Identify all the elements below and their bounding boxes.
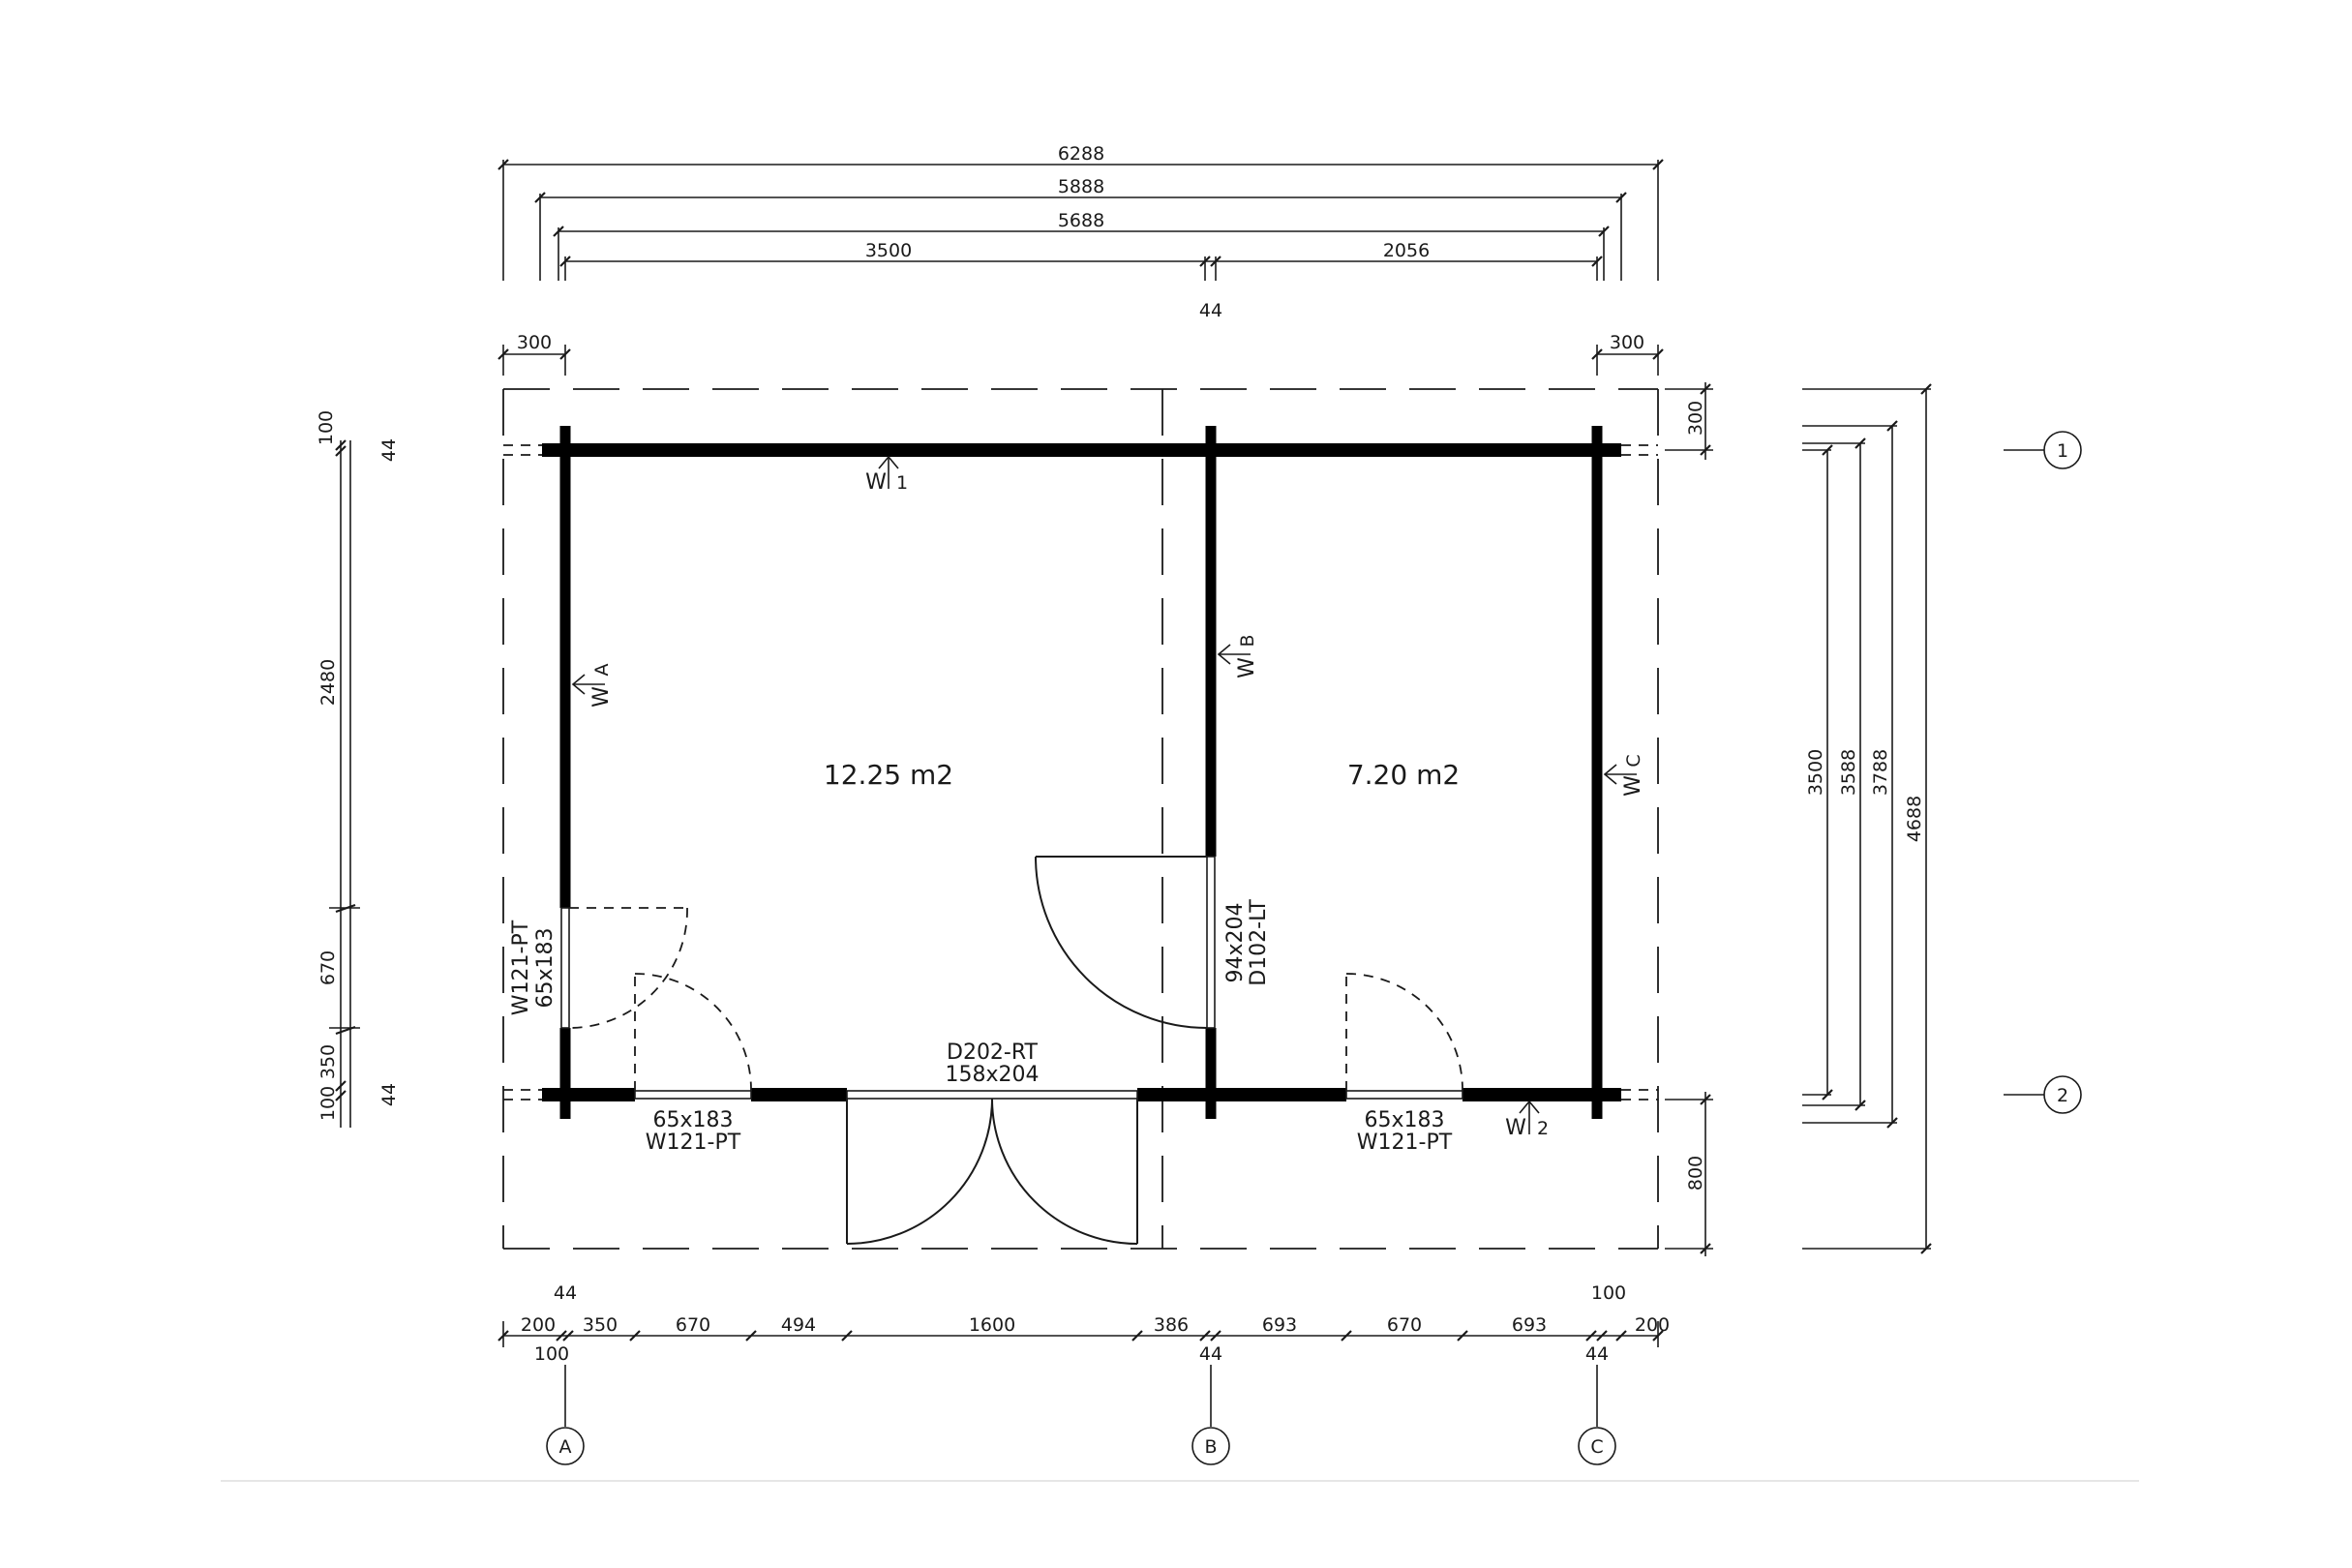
dim-bot-670-a: 670 xyxy=(676,1314,710,1336)
wall-tags: W 1 W 2 W A W B W C xyxy=(571,455,1645,1140)
dim-left-44-top: 44 xyxy=(378,438,400,462)
grid-bubble-a xyxy=(546,1427,585,1465)
inner-door-code: D102-LT xyxy=(1247,899,1271,986)
grid-bubble-1 xyxy=(2043,431,2082,469)
wall-tag-w2-num: 2 xyxy=(1537,1118,1549,1139)
window-bottom-right-size: 65x183 xyxy=(1364,1108,1444,1132)
dim-top-right: 2056 xyxy=(1383,240,1430,261)
wall-tag-w2-w: W xyxy=(1505,1116,1526,1140)
grid-markers: A B C 1 2 xyxy=(546,431,2082,1465)
wall-tag-wb-w: W xyxy=(1235,657,1259,678)
dim-bot-670-b: 670 xyxy=(1387,1314,1422,1336)
dim-left-100-bot: 100 xyxy=(317,1086,339,1121)
grid-label-b: B xyxy=(1204,1436,1217,1458)
wall-tag-wa-w: W xyxy=(589,686,614,708)
grid-label-1: 1 xyxy=(2057,440,2068,462)
top-dimension-chains: 6288 5888 5688 3500 2056 44 300 300 xyxy=(498,143,1664,376)
window-bottom-left-size: 65x183 xyxy=(652,1108,733,1132)
dim-top-mid-wall: 44 xyxy=(1199,300,1222,321)
main-door-code: D202-RT xyxy=(947,1040,1039,1065)
grid-label-c: C xyxy=(1590,1436,1603,1458)
wall-tag-wc-letter: C xyxy=(1623,754,1644,767)
dim-bot-693-a: 693 xyxy=(1262,1314,1297,1336)
opening-labels: W121-PT 65x183 65x183 W121-PT 65x183 W12… xyxy=(509,899,1453,1155)
dim-bot-44-c: 44 xyxy=(1585,1343,1609,1365)
walls xyxy=(542,426,1621,1119)
dim-top-5688: 5688 xyxy=(1058,210,1104,231)
grid-bubble-b xyxy=(1191,1427,1230,1465)
bottom-dimension-chain: 44 100 200 350 670 494 1600 386 693 670 … xyxy=(498,1282,1670,1365)
dim-right-3500: 3500 xyxy=(1805,749,1826,796)
left-dimension-chain: 100 44 2480 670 350 100 44 xyxy=(316,410,400,1128)
roof-overhang-outline xyxy=(502,388,1659,1250)
wall-tag-wc-w: W xyxy=(1621,775,1645,797)
dim-bot-350: 350 xyxy=(583,1314,618,1336)
window-bottom-right-code: W121-PT xyxy=(1357,1131,1453,1155)
wall-tag-wb-letter: B xyxy=(1237,634,1258,647)
grid-label-a: A xyxy=(559,1436,572,1458)
dim-right-bottom-overhang: 800 xyxy=(1685,1156,1706,1191)
dim-bot-1600: 1600 xyxy=(969,1314,1015,1336)
dim-bot-44-a: 44 xyxy=(554,1282,577,1304)
inner-door-size: 94x204 xyxy=(1223,902,1248,982)
dim-left-670: 670 xyxy=(317,950,339,985)
dim-overhang-left: 300 xyxy=(517,332,552,353)
grid-bubble-c xyxy=(1578,1427,1616,1465)
dim-bot-44-b: 44 xyxy=(1199,1343,1222,1365)
dim-right-4688: 4688 xyxy=(1904,796,1925,842)
wall-tag-w1-num: 1 xyxy=(896,472,908,494)
dim-left-44-bot: 44 xyxy=(378,1083,400,1106)
wall-tag-wa-letter: A xyxy=(591,664,613,677)
dim-bot-100-left: 100 xyxy=(534,1343,569,1365)
dim-bot-386: 386 xyxy=(1154,1314,1189,1336)
wall-tag-w1-w: W xyxy=(865,470,887,495)
dim-top-left: 3500 xyxy=(865,240,912,261)
dim-bot-200-right: 200 xyxy=(1635,1314,1670,1336)
main-door-size: 158x204 xyxy=(945,1063,1039,1087)
dim-right-3588: 3588 xyxy=(1838,749,1859,796)
grid-bubble-2 xyxy=(2043,1075,2082,1114)
dim-bot-693-b: 693 xyxy=(1512,1314,1547,1336)
window-left-size: 65x183 xyxy=(533,927,558,1008)
opening-swings xyxy=(568,856,1463,1245)
dim-left-350: 350 xyxy=(317,1044,339,1079)
dim-left-2480: 2480 xyxy=(317,659,339,706)
dim-bot-100-right: 100 xyxy=(1591,1282,1626,1304)
grid-label-2: 2 xyxy=(2057,1085,2068,1106)
window-left-code: W121-PT xyxy=(509,920,533,1015)
dim-bot-200-left: 200 xyxy=(521,1314,556,1336)
right-dimension-chains: 300 800 3500 3588 3788 4688 xyxy=(1665,382,1932,1256)
dim-right-top-overhang: 300 xyxy=(1685,401,1706,436)
window-bottom-left-code: W121-PT xyxy=(646,1131,741,1155)
dim-bot-494: 494 xyxy=(781,1314,816,1336)
dim-top-5888: 5888 xyxy=(1058,176,1104,197)
dim-top-total: 6288 xyxy=(1058,143,1104,165)
dim-left-100-top: 100 xyxy=(316,410,337,445)
dim-overhang-right: 300 xyxy=(1610,332,1644,353)
room-area-left: 12.25 m2 xyxy=(824,759,953,791)
room-area-right: 7.20 m2 xyxy=(1347,759,1460,791)
dim-right-3788: 3788 xyxy=(1870,749,1891,796)
